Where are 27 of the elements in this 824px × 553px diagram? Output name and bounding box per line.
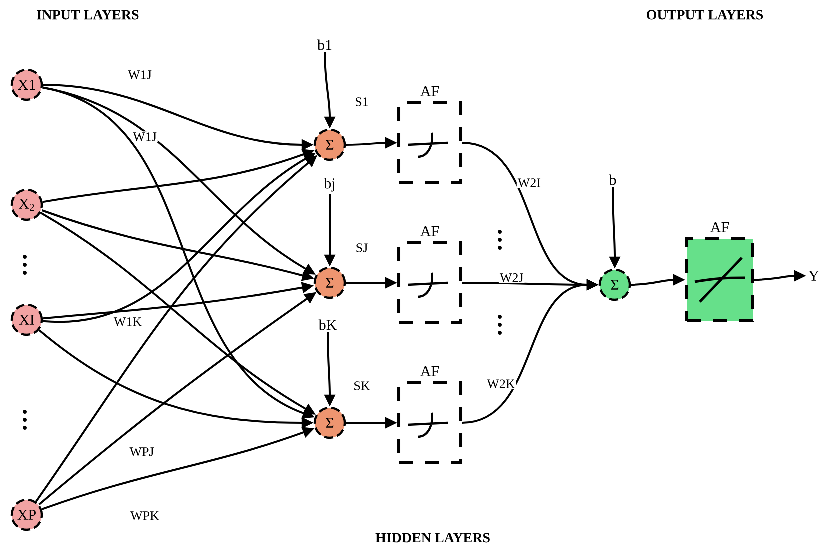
activation-function-box: AF bbox=[398, 366, 462, 464]
bias-label: bj bbox=[324, 178, 335, 192]
bias-label: b1 bbox=[318, 40, 332, 50]
weight-label: WPK bbox=[130, 510, 160, 522]
weight-label: WPJ bbox=[128, 446, 156, 458]
weight-label: SJ bbox=[354, 242, 370, 254]
activation-function-box: AF bbox=[398, 226, 462, 324]
edge-label: W2J bbox=[498, 272, 525, 284]
weight-label: S1 bbox=[354, 96, 370, 108]
edge-label: W2I bbox=[516, 178, 542, 188]
node-label: AF bbox=[710, 222, 730, 232]
layer-title: HIDDEN LAYERS bbox=[376, 533, 490, 543]
activation-function-box: AF bbox=[686, 222, 754, 322]
activation-function-box: AF bbox=[398, 86, 462, 184]
weight-label: SK bbox=[352, 380, 372, 392]
layer-title: OUTPUT LAYERS bbox=[647, 10, 764, 20]
node-label: AF bbox=[420, 366, 440, 376]
bias-label: b bbox=[609, 174, 616, 186]
node-label: AF bbox=[420, 86, 440, 96]
node-label: AF bbox=[420, 226, 440, 236]
weight-label: W1J bbox=[127, 70, 153, 80]
weight-label: W1J bbox=[132, 132, 158, 142]
edge-label: W2K bbox=[486, 378, 516, 390]
weight-label: W1K bbox=[112, 316, 144, 328]
layer-title: INPUT LAYERS bbox=[37, 10, 139, 20]
bias-label: bK bbox=[318, 320, 338, 330]
output-label: Y bbox=[808, 271, 820, 281]
